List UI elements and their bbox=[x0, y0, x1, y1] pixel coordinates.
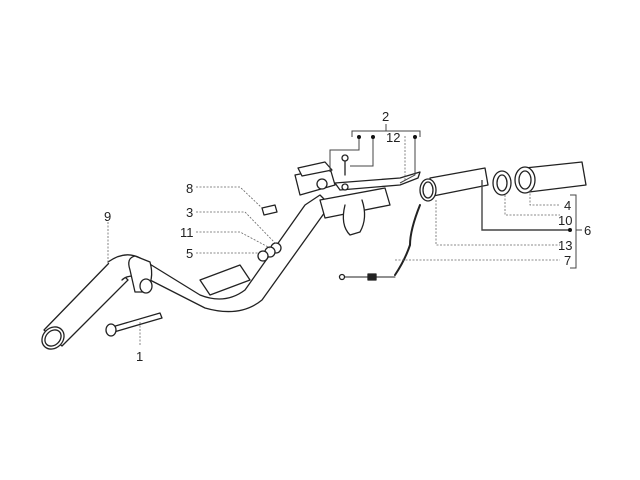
master-cylinder bbox=[294, 161, 336, 196]
throttle-cable bbox=[394, 204, 421, 276]
callout-10: 10 bbox=[558, 213, 573, 228]
callout-13: 13 bbox=[558, 238, 573, 253]
callout-3: 3 bbox=[186, 205, 194, 220]
screw-part-8 bbox=[261, 204, 278, 216]
callout-1: 1 bbox=[136, 349, 144, 364]
washer-part-10 bbox=[492, 170, 512, 196]
throttle-grip bbox=[419, 167, 489, 202]
callout-4: 4 bbox=[564, 198, 572, 213]
callout-11: 11 bbox=[180, 225, 194, 240]
bolt-part-1 bbox=[105, 312, 163, 337]
callout-2: 2 bbox=[382, 109, 390, 124]
callout-8: 8 bbox=[186, 181, 194, 196]
callout-12: 12 bbox=[386, 130, 401, 145]
callout-5: 5 bbox=[186, 246, 194, 261]
washer-part-5 bbox=[257, 250, 269, 262]
left-grip-tube bbox=[41, 261, 129, 350]
callout-7: 7 bbox=[564, 253, 572, 268]
grip-part-4 bbox=[514, 161, 587, 194]
callout-6: 6 bbox=[584, 223, 592, 238]
callout-9: 9 bbox=[104, 209, 112, 224]
brake-lever bbox=[334, 171, 421, 191]
